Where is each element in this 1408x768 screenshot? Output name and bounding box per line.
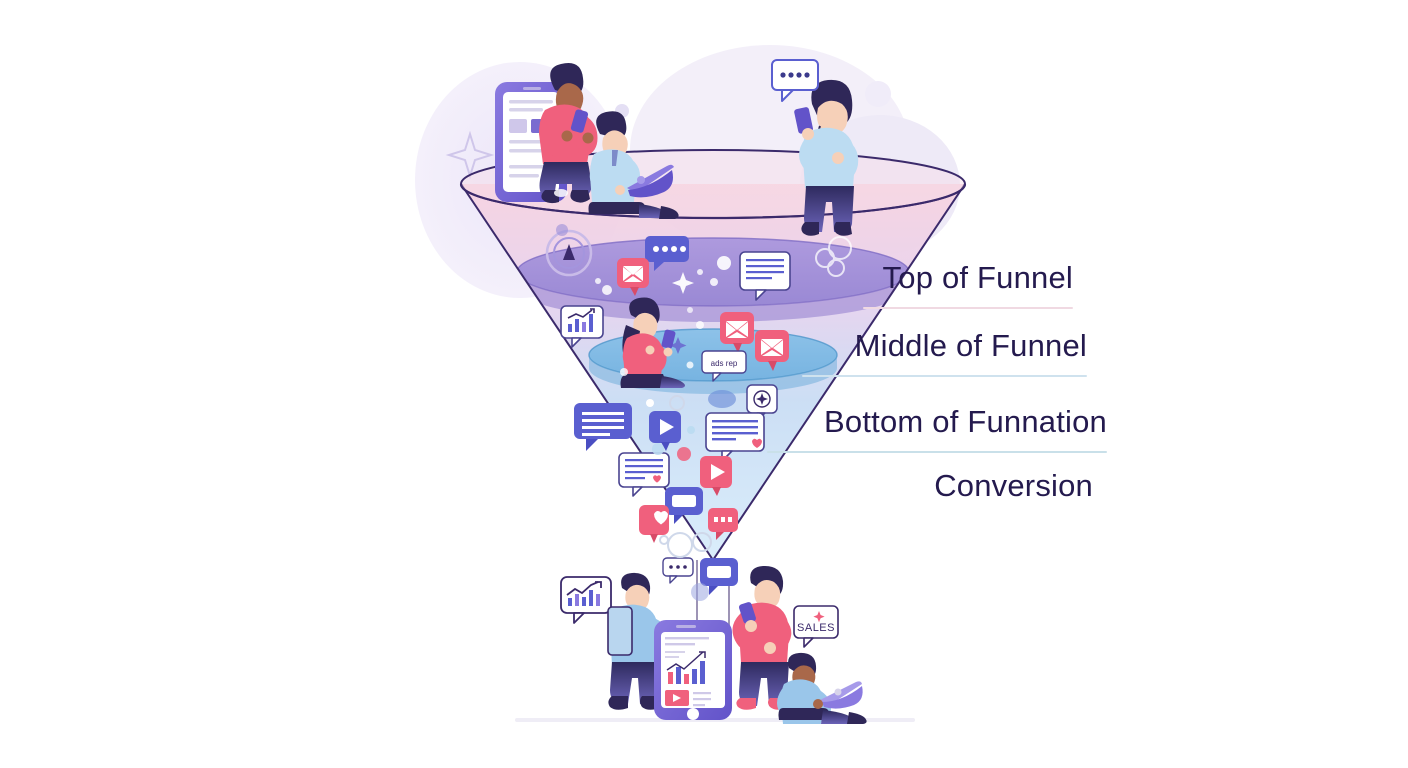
person-seated-middle bbox=[620, 297, 685, 388]
text-card-bubble bbox=[739, 251, 791, 301]
person-standing-phone bbox=[794, 79, 859, 236]
text-card-bubble bbox=[705, 412, 765, 462]
funnel-band-top bbox=[517, 238, 909, 306]
ads-rep-bubble: ads rep bbox=[701, 350, 747, 382]
balloon-cluster-icon bbox=[815, 236, 852, 277]
message-dots-icon bbox=[708, 508, 738, 540]
person-presenting bbox=[607, 572, 680, 710]
small-dots-bubble bbox=[662, 557, 694, 584]
mail-icon bbox=[617, 258, 649, 296]
bottom-scene: SALES bbox=[515, 565, 915, 724]
play-icon bbox=[649, 411, 681, 451]
person-seated-laptop bbox=[588, 111, 679, 219]
funnel-bottom-icons bbox=[574, 384, 778, 601]
funnel-top-icons bbox=[545, 224, 852, 301]
funnel-middle-icons: ads rep bbox=[560, 297, 789, 388]
mail-icon bbox=[755, 330, 789, 371]
star-badge-icon bbox=[746, 384, 778, 422]
person-standing-pink bbox=[732, 565, 792, 710]
text-card-bubble bbox=[618, 452, 670, 497]
sales-label: SALES bbox=[797, 622, 835, 634]
chat-bubble-icon bbox=[700, 558, 738, 595]
person-seated-laptop-bottom bbox=[777, 652, 867, 724]
bar-chart-bubble bbox=[560, 305, 604, 348]
mail-icon bbox=[720, 312, 754, 353]
typing-bubble bbox=[771, 59, 819, 102]
chat-bubble-icon bbox=[665, 487, 703, 524]
heart-icon bbox=[639, 505, 669, 543]
target-icon bbox=[545, 229, 593, 277]
play-icon bbox=[700, 456, 732, 496]
chat-bubble-icon bbox=[574, 403, 632, 451]
trend-chart-bubble bbox=[560, 576, 612, 624]
ads-rep-label: ads rep bbox=[711, 359, 738, 368]
person-seated-phone bbox=[539, 62, 598, 204]
chat-bubble-icon bbox=[645, 236, 689, 271]
smartphone-icon bbox=[654, 620, 732, 720]
sales-bubble: SALES bbox=[793, 605, 839, 648]
